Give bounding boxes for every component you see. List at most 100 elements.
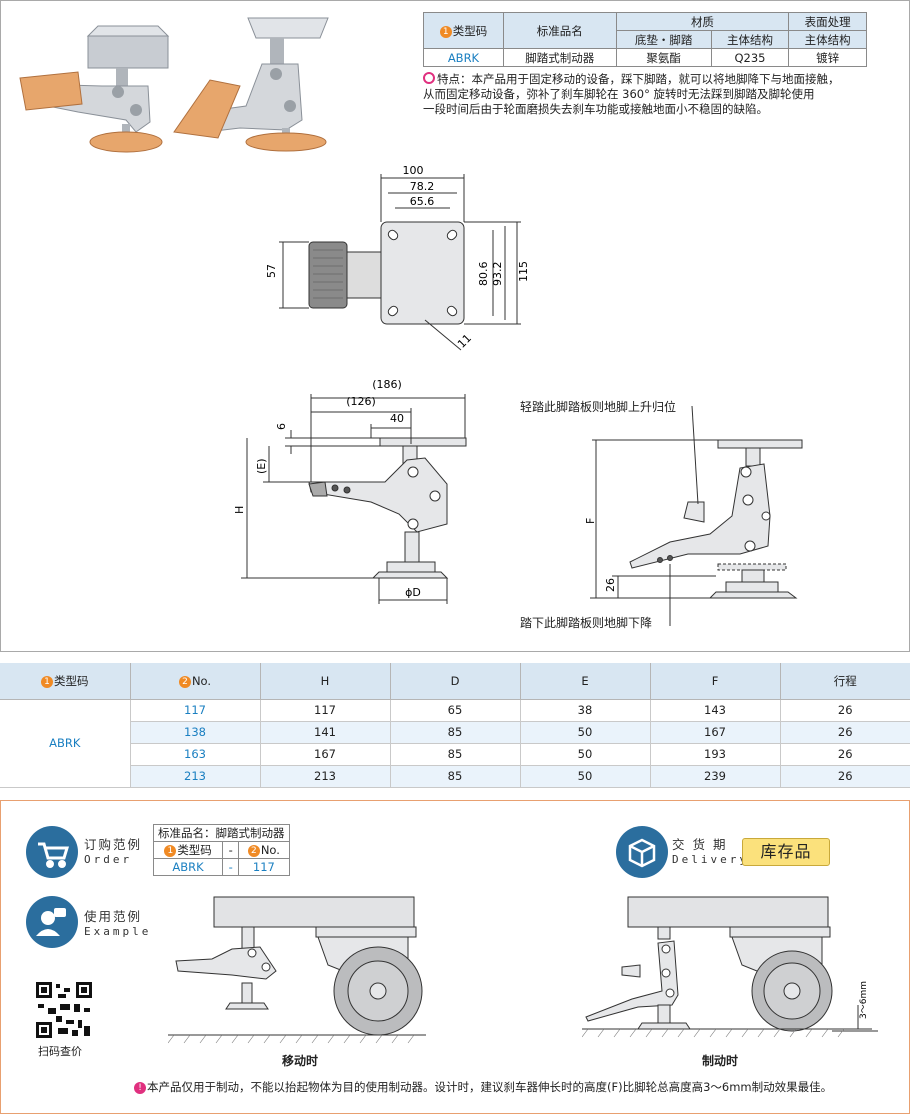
spec-header-material: 材质: [615, 12, 790, 31]
note-pedal-up: 轻踏此脚踏板则地脚上升归位: [520, 400, 677, 414]
order-label: 订购范例: [84, 837, 143, 852]
dim-115: 115: [517, 261, 530, 282]
dim-cell-F: 193: [650, 743, 781, 766]
dim-cell-no: 117: [130, 699, 261, 722]
user-icon: [26, 896, 78, 948]
spec-header-surface: 表面处理: [788, 12, 867, 31]
table-row: 138 141 85 50 167 26: [0, 721, 910, 744]
dim-header-F: F: [650, 663, 781, 700]
order-no: 117: [238, 858, 290, 876]
dim-80: 80.6: [477, 262, 490, 287]
note-pedal-down: 踏下此脚踏板则地脚下降: [520, 616, 653, 630]
order-label-en: Order: [84, 853, 133, 866]
gap-label: 3～6mm: [859, 981, 869, 1019]
dim-header-D: D: [390, 663, 521, 700]
dim-186: (186): [372, 378, 402, 391]
cart-icon: [26, 826, 78, 878]
dim-126: (126): [346, 395, 376, 408]
spec-sub-body2: 主体结构: [788, 30, 867, 49]
dim-type-code: ABRK: [0, 699, 131, 788]
qr-code[interactable]: [34, 980, 94, 1040]
product-photo-1: [19, 25, 170, 153]
dim-cell-E: 50: [520, 721, 651, 744]
dim-header-stroke: 行程: [780, 663, 910, 700]
dim-cell-stroke: 26: [780, 699, 910, 722]
dim-93: 93.2: [491, 262, 504, 287]
dim-header-H: H: [260, 663, 391, 700]
spec-sub-body: 主体结构: [710, 30, 790, 49]
dim-cell-no: 163: [130, 743, 261, 766]
order-dash: -: [222, 841, 240, 859]
dim-D: ϕD: [405, 586, 421, 599]
dim-F: F: [584, 518, 597, 524]
dim-26: 26: [604, 578, 617, 592]
dim-cell-H: 117: [260, 699, 391, 722]
top-view-drawing: 100 78.2 65.6 57 80.6 93.2 115 11: [265, 164, 530, 351]
table-row: ABRK 117 117 65 38 143 26: [0, 699, 910, 788]
dim-cell-D: 65: [390, 699, 521, 722]
order-dash-2: -: [222, 858, 240, 876]
dim-6: 6: [275, 423, 288, 430]
table-row: 213 213 85 50 239 26: [0, 765, 910, 788]
side-view-drawing: (186) (126) 40 6 (E) H ϕD: [235, 378, 467, 604]
spec-pad-material: 聚氨酯: [615, 48, 712, 67]
note-circle-icon: [423, 72, 435, 84]
usage-braking-illustration: 3～6mm: [582, 896, 878, 1038]
example-label-en: Example: [84, 925, 152, 938]
dim-cell-F: 167: [650, 721, 781, 744]
table-row: 163 167 85 50 193 26: [0, 743, 910, 766]
caption-braking: 制动时: [702, 1054, 739, 1068]
dim-40: 40: [390, 412, 404, 425]
dim-cell-H: 141: [260, 721, 391, 744]
example-label: 使用范例: [84, 909, 143, 924]
dim-100: 100: [403, 164, 424, 177]
usage-moving-illustration: [168, 896, 426, 1044]
delivery-box-icon: [616, 826, 668, 878]
dim-cell-F: 143: [650, 699, 781, 722]
spec-surface: 镀锌: [788, 48, 867, 67]
spec-type-code: ABRK: [423, 48, 504, 67]
dim-H: H: [235, 506, 246, 514]
dim-cell-E: 50: [520, 765, 651, 788]
caption-moving: 移动时: [282, 1054, 319, 1068]
spec-header-std-name: 标准品名: [502, 12, 617, 49]
delivery-label-en: Delivery: [672, 853, 749, 866]
dim-E: (E): [255, 458, 268, 474]
order-std-name: 标准品名：脚踏式制动器: [153, 824, 290, 842]
dim-57: 57: [265, 264, 278, 278]
spec-body-material: Q235: [710, 48, 790, 67]
dim-cell-D: 85: [390, 721, 521, 744]
product-photo-2: [173, 17, 329, 152]
side-view-braking-drawing: F 26: [584, 405, 803, 626]
dim-header-E: E: [520, 663, 651, 700]
dim-cell-E: 50: [520, 743, 651, 766]
dim-cell-stroke: 26: [780, 765, 910, 788]
dim-cell-no: 138: [130, 721, 261, 744]
order-type-code: ABRK: [152, 858, 224, 876]
dim-cell-D: 85: [390, 743, 521, 766]
dim-cell-D: 85: [390, 765, 521, 788]
delivery-label: 交 货 期: [672, 837, 728, 852]
dim-cell-stroke: 26: [780, 721, 910, 744]
spec-sub-pad: 底垫・脚踏: [615, 30, 712, 49]
dim-cell-no: 213: [130, 765, 261, 788]
dim-cell-H: 167: [260, 743, 391, 766]
feature-note: 特点：本产品用于固定移动的设备，踩下脚踏，就可以将地脚降下与地面接触， 从而固定…: [423, 72, 840, 116]
stock-badge: 库存品: [742, 838, 830, 866]
dim-cell-E: 38: [520, 699, 651, 722]
qr-caption: 扫码查价: [38, 1045, 82, 1058]
dim-65: 65.6: [410, 195, 435, 208]
dim-cell-H: 213: [260, 765, 391, 788]
dim-cell-F: 239: [650, 765, 781, 788]
bottom-note: !本产品仅用于制动，不能以抬起物体为目的使用制动器。设计时，建议刹车器伸长时的高…: [134, 1079, 832, 1095]
spec-std-name: 脚踏式制动器: [502, 48, 617, 67]
dim-cell-stroke: 26: [780, 743, 910, 766]
